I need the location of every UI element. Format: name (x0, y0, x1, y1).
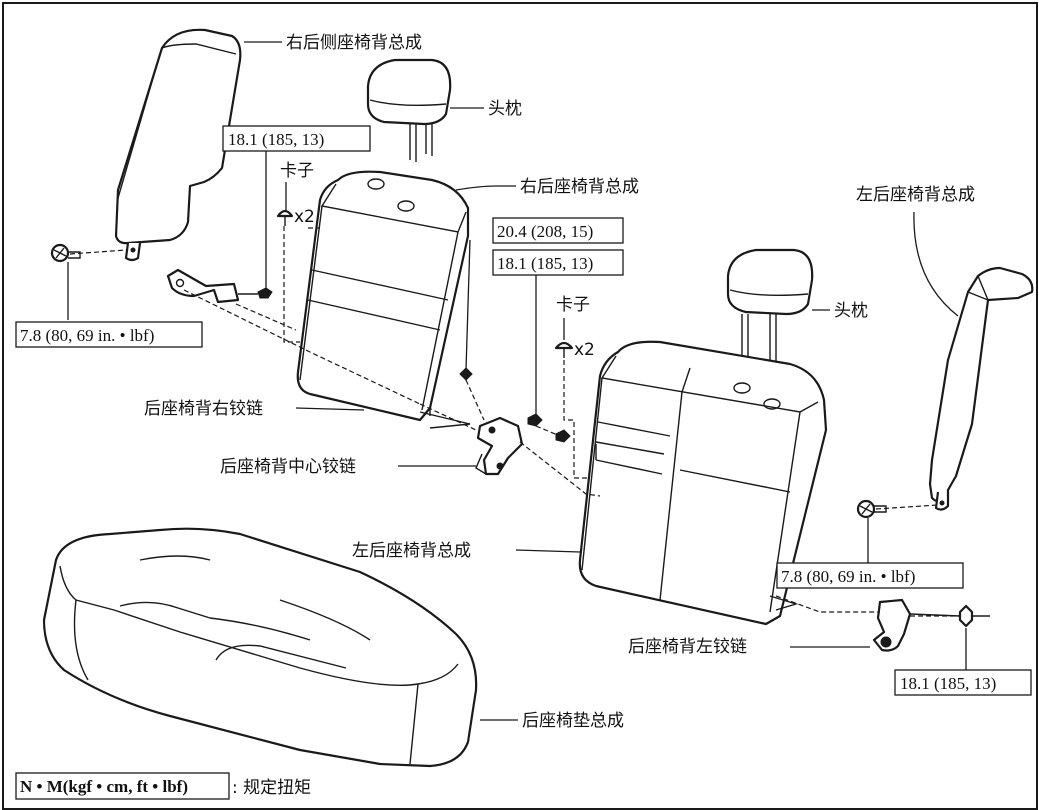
right-seatback-part (296, 170, 471, 429)
label-left-hinge: 后座椅背左铰链 (628, 637, 747, 657)
bolt-right-side-seatback (50, 243, 81, 263)
headrest-left-part (726, 248, 814, 368)
clip-right-part (276, 209, 294, 226)
torque-value-6: 18.1 (185, 13) (900, 674, 996, 693)
label-clip-left: 卡子 (556, 295, 590, 315)
label-clip-right: 卡子 (280, 161, 314, 181)
center-hinge-part (459, 367, 571, 476)
torque-value-4: 18.1 (185, 13) (497, 254, 593, 273)
left-side-seatback-part (928, 266, 1034, 511)
left-hinge-part (872, 598, 990, 652)
torque-box-1 (222, 125, 371, 152)
torque-box-6 (894, 669, 1032, 696)
torque-box-3 (492, 217, 624, 244)
torque-value-2: 7.8 (80, 69 in. • lbf) (20, 326, 154, 345)
left-seatback-part (578, 340, 828, 626)
bolt-left-side-seatback (856, 499, 887, 519)
label-left-seatback: 左后座椅背总成 (352, 541, 471, 561)
torque-box-2 (15, 321, 203, 348)
label-right-hinge: 后座椅背右铰链 (144, 399, 263, 419)
right-hinge-part (166, 268, 273, 304)
label-headrest-left: 头枕 (834, 301, 868, 321)
legend-box (15, 772, 230, 800)
right-side-seatback-part (114, 28, 242, 262)
label-clip-right-qty: x2 (294, 207, 315, 227)
legend-meaning: : 规定扭矩 (232, 778, 311, 798)
label-right-seatback: 右后座椅背总成 (520, 177, 639, 197)
leader-lines (67, 41, 967, 721)
torque-value-5: 7.8 (80, 69 in. • lbf) (781, 567, 915, 586)
label-headrest-right: 头枕 (488, 99, 522, 119)
label-cushion: 后座椅垫总成 (522, 711, 624, 731)
label-center-hinge: 后座椅背中心铰链 (220, 457, 356, 477)
headrest-right-part (366, 58, 452, 162)
torque-box-4 (492, 249, 624, 276)
legend-unit: N • M(kgf • cm, ft • lbf) (20, 777, 188, 796)
torque-value-1: 18.1 (185, 13) (228, 130, 324, 149)
clip-left-part (554, 341, 574, 358)
torque-value-3: 20.4 (208, 15) (497, 222, 593, 241)
label-clip-left-qty: x2 (574, 340, 595, 360)
dashed-lines (69, 226, 960, 617)
label-left-side-seatback: 左后座椅背总成 (856, 185, 975, 205)
torque-box-5 (776, 562, 964, 589)
cushion-part (42, 527, 478, 768)
label-right-side-seatback: 右后侧座椅背总成 (286, 33, 422, 53)
